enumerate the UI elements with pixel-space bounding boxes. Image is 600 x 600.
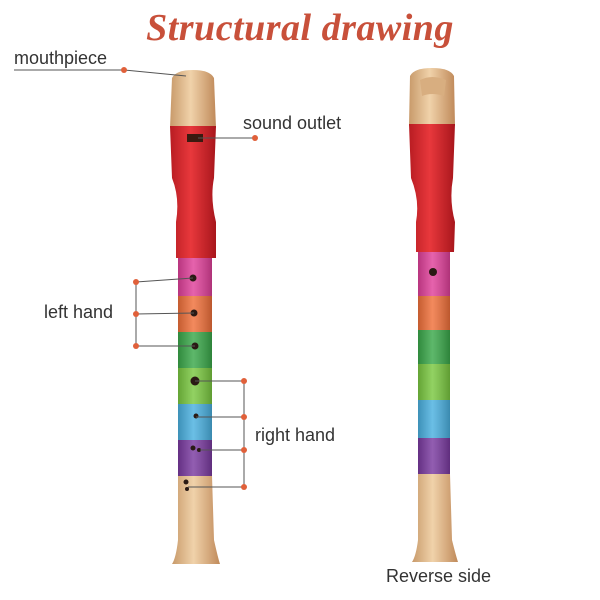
dot-right-4 bbox=[241, 484, 247, 490]
dot-left-1 bbox=[133, 279, 139, 285]
front-hole-6b bbox=[197, 448, 201, 452]
recorder-reverse bbox=[409, 68, 458, 562]
reverse-red-body bbox=[409, 124, 455, 252]
label-reverse-side: Reverse side bbox=[386, 566, 492, 586]
front-hole-6a bbox=[190, 445, 196, 451]
front-hole-7a bbox=[183, 479, 189, 485]
front-hole-7b bbox=[185, 487, 189, 491]
leader-mouthpiece bbox=[14, 69, 187, 77]
label-mouthpiece: mouthpiece bbox=[14, 48, 108, 68]
dot-right-1 bbox=[241, 378, 247, 384]
front-mouthpiece bbox=[170, 70, 216, 128]
label-right-hand: right hand bbox=[255, 425, 336, 445]
label-left-hand: left hand bbox=[44, 302, 114, 322]
front-foot bbox=[172, 476, 220, 564]
dot-right-2 bbox=[241, 414, 247, 420]
dot-left-2 bbox=[133, 311, 139, 317]
leader-dots bbox=[121, 67, 258, 490]
dot-left-3 bbox=[133, 343, 139, 349]
front-hole-5 bbox=[193, 413, 199, 419]
reverse-mouthpiece bbox=[409, 68, 455, 126]
diagram-title: Structural drawing bbox=[146, 7, 454, 49]
recorder-front bbox=[170, 70, 220, 564]
label-sound-outlet: sound outlet bbox=[243, 113, 342, 133]
dot-right-3 bbox=[241, 447, 247, 453]
reverse-foot bbox=[412, 474, 458, 562]
leader-lines bbox=[14, 69, 255, 488]
reverse-thumb-hole bbox=[429, 268, 437, 276]
dot-mouthpiece bbox=[121, 67, 127, 73]
front-sound-outlet bbox=[187, 134, 203, 142]
front-red-body bbox=[170, 126, 216, 258]
dot-sound-outlet bbox=[252, 135, 258, 141]
